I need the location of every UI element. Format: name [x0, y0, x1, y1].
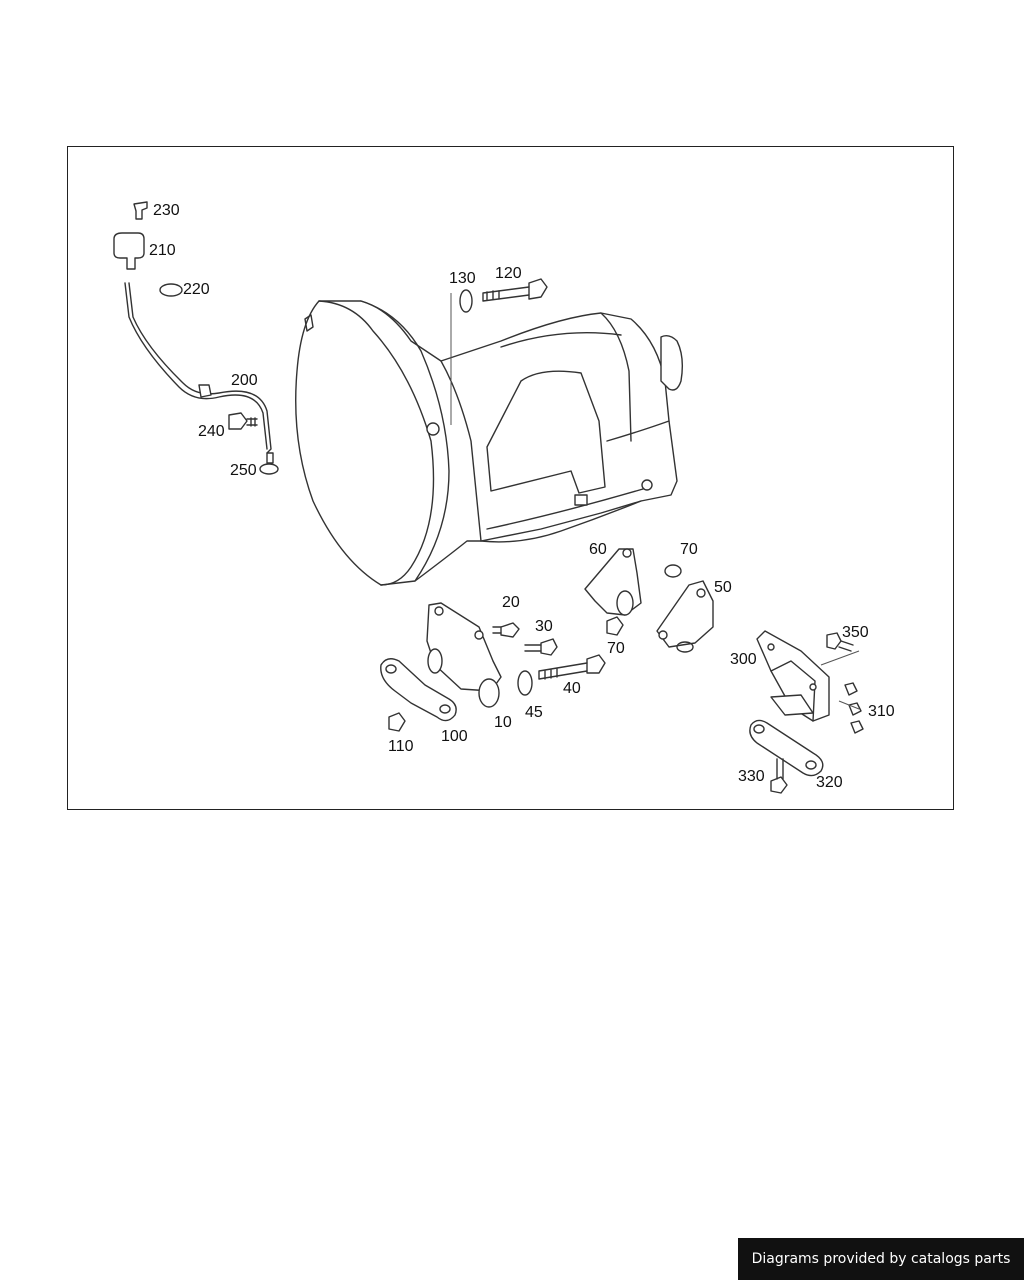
part-230-clip: [133, 201, 148, 220]
part-10-bushing: [478, 678, 500, 708]
part-label-240: 240: [198, 423, 225, 440]
part-label-130: 130: [449, 270, 476, 287]
part-120-130-bolt: [450, 278, 548, 425]
part-10-bracket: [426, 602, 502, 692]
part-label-100: 100: [441, 728, 468, 745]
part-200-tube: [128, 282, 272, 454]
part-label-40: 40: [563, 680, 581, 697]
part-200-bracket: [198, 384, 212, 398]
part-label-210: 210: [149, 242, 176, 259]
part-60-50-mount: [584, 548, 714, 653]
part-310-nut-1: [844, 682, 858, 696]
part-70-nut-lower: [606, 616, 624, 636]
part-220-oring: [159, 283, 183, 297]
part-100-link: [380, 658, 457, 722]
part-120-bolt-head: [528, 278, 548, 300]
part-320-link: [749, 719, 824, 777]
leader-lines: [820, 650, 860, 710]
dipstick-assembly: [113, 201, 279, 475]
part-label-200: 200: [231, 372, 258, 389]
part-label-230: 230: [153, 202, 180, 219]
part-240-bolt-thread: [246, 417, 258, 427]
part-label-45: 45: [525, 704, 543, 721]
part-label-30: 30: [535, 618, 553, 635]
part-30-bolt-head: [540, 638, 558, 656]
part-label-60: 60: [589, 541, 607, 558]
part-label-70-lower: 70: [607, 640, 625, 657]
part-20-bolt-head: [500, 622, 520, 638]
part-130-washer: [459, 289, 473, 313]
part-330-bolt-head: [770, 776, 788, 794]
footer-credit-text: Diagrams provided by catalogs parts: [751, 1251, 1011, 1267]
part-350-bolt-head: [826, 632, 842, 650]
part-310-nut-2: [848, 702, 862, 716]
left-mount-assembly: [380, 602, 606, 732]
transmission-mount-drawing: [113, 201, 864, 794]
part-label-300: 300: [730, 651, 757, 668]
parts-diagram-frame: 230 210 220 200 240 250 130 120 60 70 70…: [67, 146, 954, 810]
part-label-320: 320: [816, 774, 843, 791]
part-label-10: 10: [494, 714, 512, 731]
part-45-washer: [517, 670, 533, 696]
part-310-nut-3: [850, 720, 864, 734]
part-240-bolt-head: [228, 412, 248, 430]
part-label-120: 120: [495, 265, 522, 282]
part-label-20: 20: [502, 594, 520, 611]
part-250-washer: [259, 463, 279, 475]
part-label-110: 110: [388, 738, 414, 755]
part-label-250: 250: [230, 462, 257, 479]
part-50-mount: [656, 580, 714, 648]
part-label-330: 330: [738, 768, 765, 785]
part-label-310: 310: [868, 703, 895, 720]
part-40-bolt-head: [586, 654, 606, 674]
footer-credit-banner: Diagrams provided by catalogs parts: [738, 1238, 1024, 1280]
part-label-70-upper: 70: [680, 541, 698, 558]
part-label-50: 50: [714, 579, 732, 596]
transmission-housing: [295, 300, 684, 586]
part-110-nut: [388, 712, 406, 732]
part-300-bracket: [756, 630, 830, 722]
part-210-cap: [113, 232, 145, 270]
part-200-tube-edge: [124, 282, 268, 450]
part-label-350: 350: [842, 624, 869, 641]
part-label-220: 220: [183, 281, 210, 298]
right-mount-assembly: [749, 630, 864, 794]
part-70-nut-upper: [664, 564, 682, 578]
bell-housing-face: [295, 300, 435, 586]
